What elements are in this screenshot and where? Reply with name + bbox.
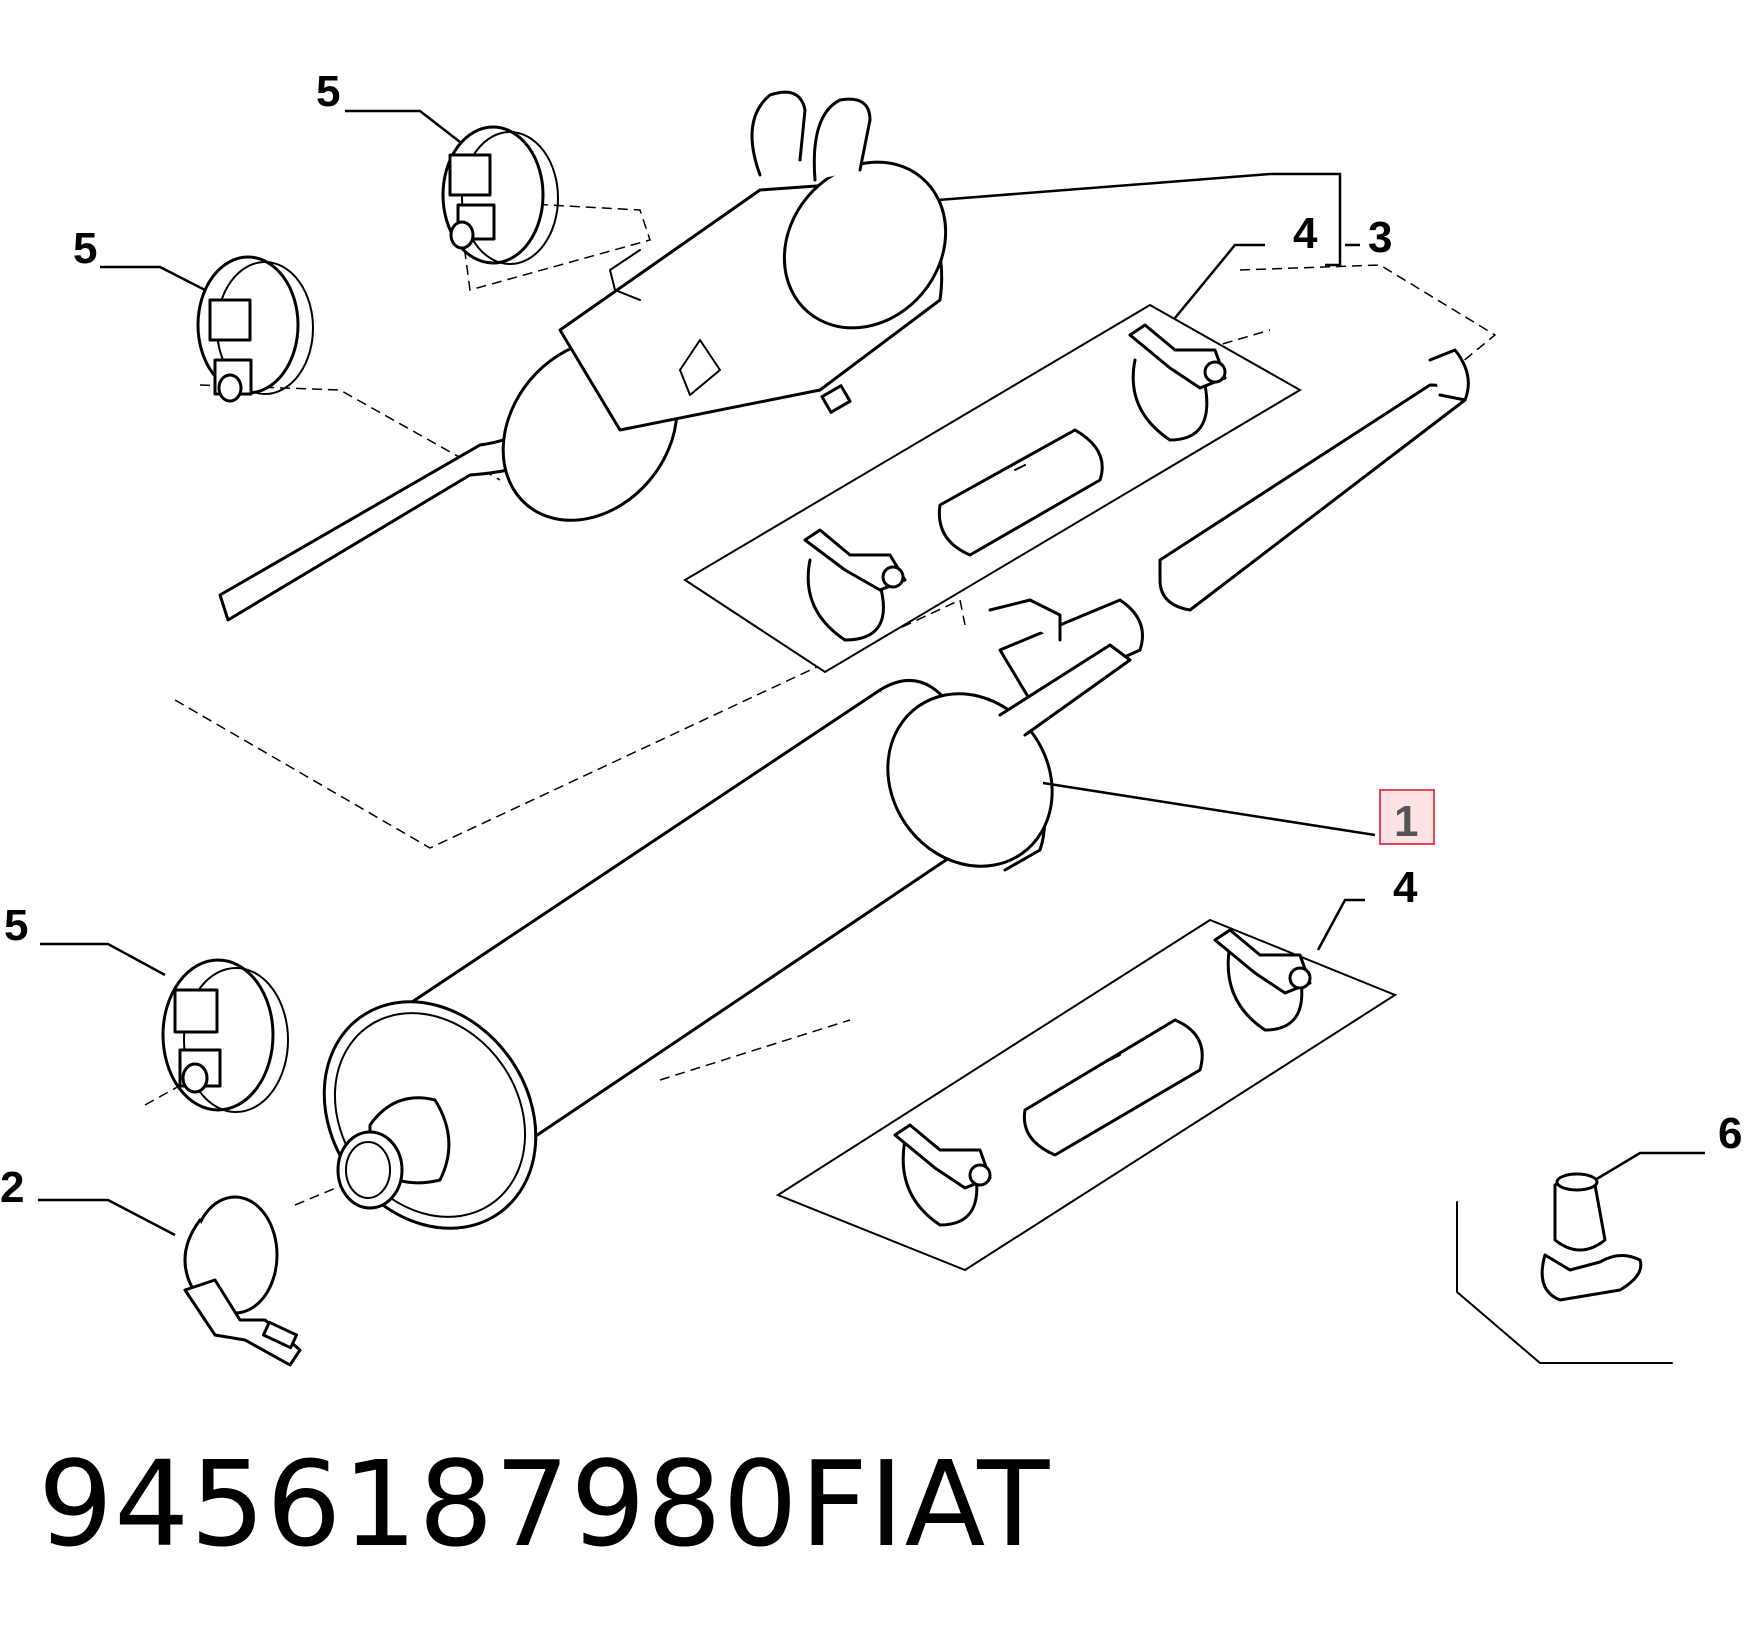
bracket-clamp bbox=[183, 1195, 302, 1367]
leader-lines bbox=[38, 109, 1705, 1237]
rubber-mount-rear-a bbox=[441, 125, 559, 265]
callout-center-silencer: 1 bbox=[1394, 797, 1418, 846]
part-number: 9456187980 bbox=[38, 1435, 799, 1573]
clip-fastener bbox=[1456, 1172, 1673, 1364]
callout-rear-mount-a: 5 bbox=[316, 67, 340, 116]
callout-clamp-upper: 4 bbox=[1293, 209, 1318, 258]
callout-center-silencer-highlight: 1 bbox=[1379, 789, 1435, 846]
callout-bracket: 2 bbox=[0, 1163, 24, 1212]
highlight-box bbox=[1379, 789, 1435, 845]
callout-labels: 5 5 4 3 1 4 5 2 6 bbox=[0, 67, 1742, 1212]
rubber-mount-rear-b bbox=[196, 255, 314, 403]
footer: 9456187980 FIAT bbox=[38, 1435, 1050, 1573]
brand-name: FIAT bbox=[800, 1435, 1050, 1573]
intermediate-pipe bbox=[988, 348, 1470, 702]
clamp-kit-upper bbox=[683, 303, 1302, 674]
callout-rear-silencer: 3 bbox=[1368, 213, 1392, 262]
rubber-mount-front bbox=[161, 958, 289, 1113]
callout-front-mount: 5 bbox=[4, 901, 28, 950]
rear-silencer bbox=[218, 90, 948, 622]
callout-clamp-lower: 4 bbox=[1393, 863, 1418, 912]
center-silencer bbox=[322, 643, 1132, 1230]
callout-clip: 6 bbox=[1718, 1109, 1742, 1158]
clamp-kit-lower bbox=[775, 918, 1398, 1272]
callout-rear-mount-b: 5 bbox=[73, 224, 97, 273]
